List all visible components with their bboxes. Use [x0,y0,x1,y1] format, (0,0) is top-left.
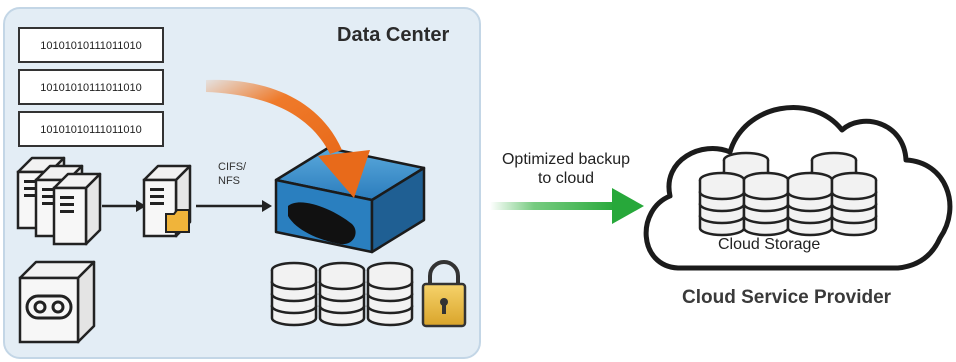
binary-text: 10101010111011010 [40,40,142,52]
ingest-arrow-icon [206,79,370,198]
flow-arrow-icon [102,200,146,212]
binary-block: 10101010111011010 [18,27,164,63]
cloud-storage-label: Cloud Storage [718,236,821,253]
storage-disk-stack-icon [272,263,412,325]
transfer-label: Optimized backup to cloud [501,151,631,187]
tape-drive-icon [18,260,96,344]
binary-text: 10101010111011010 [40,82,142,94]
file-server-icon [142,164,192,238]
cloud-provider-label: Cloud Service Provider [682,287,892,308]
binary-block: 10101010111011010 [18,111,164,147]
flow-arrow-icon [196,200,272,212]
binary-text: 10101010111011010 [40,124,142,136]
binary-block: 10101010111011010 [18,69,164,105]
protocol-label: CIFS/ NFS [218,161,247,187]
backup-to-cloud-arrow-icon [490,188,644,224]
data-center-title: Data Center [337,24,450,46]
lock-icon [421,260,467,328]
backup-appliance-icon [274,146,426,254]
